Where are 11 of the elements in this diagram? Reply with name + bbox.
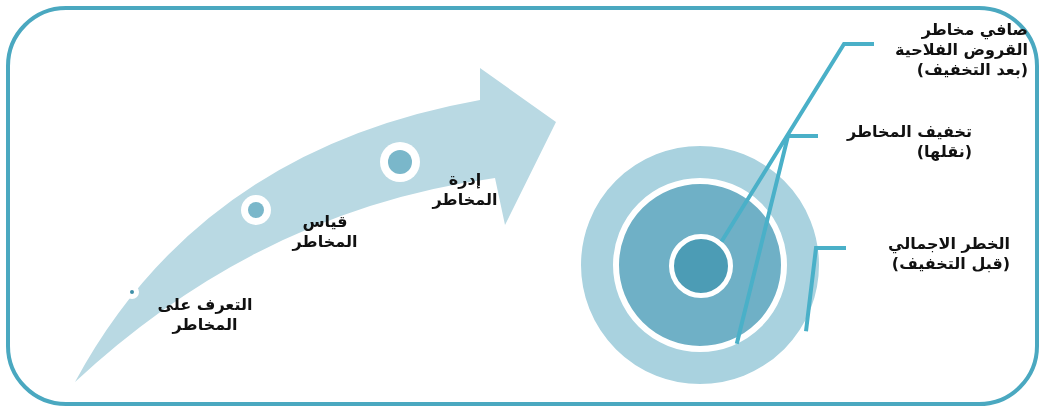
step-label: التعرف على المخاطر: [156, 295, 254, 335]
callout-text: تخفيف المخاطر: [845, 122, 972, 142]
callout-text: (نقلها): [915, 142, 972, 162]
callout-text: الخطر الاجمالي: [887, 234, 1010, 254]
callout-text: (قبل التخفيف): [890, 254, 1010, 274]
step-label: إدرة المخاطر: [430, 170, 499, 210]
step-label: قياس المخاطر: [290, 212, 359, 252]
leader-line: [804, 246, 846, 332]
leader-line: [719, 42, 874, 243]
leader-line: [734, 134, 818, 345]
callout-text: (بعد التخفيف): [915, 60, 1028, 80]
